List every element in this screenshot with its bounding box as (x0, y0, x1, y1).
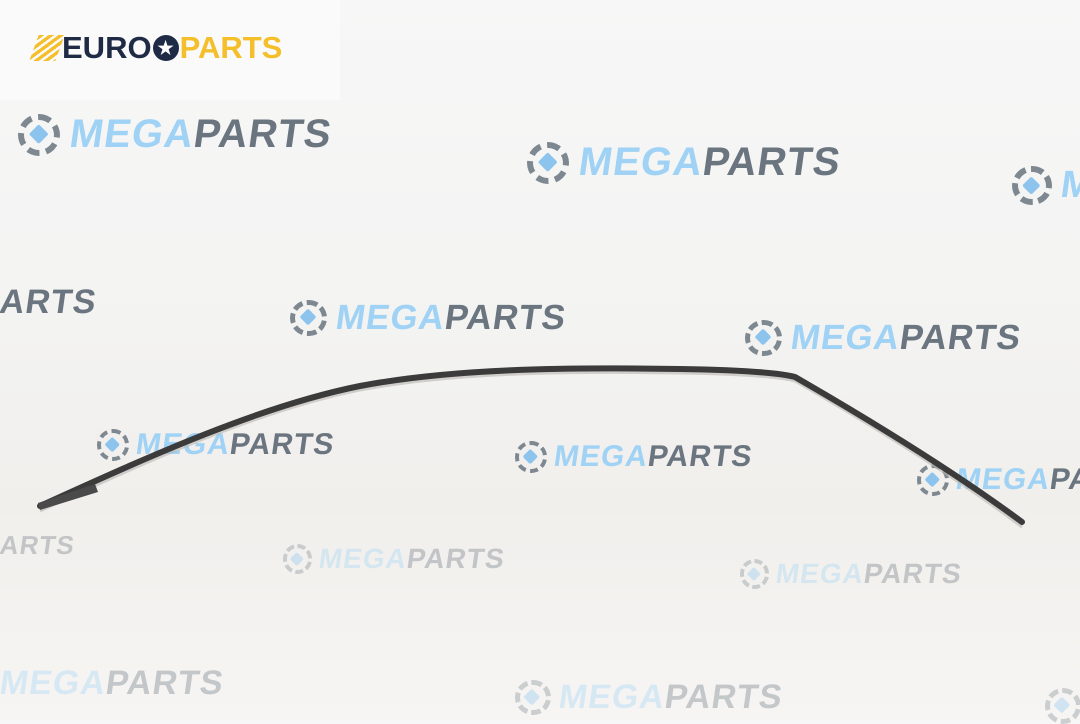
gear-wrench-icon (527, 141, 569, 184)
gear-wrench-icon (1012, 165, 1052, 206)
strip-end-left (38, 484, 98, 510)
logo-parts-text: PARTS (179, 30, 283, 65)
europarts-logo-area: EURO ★ PARTS (0, 0, 340, 100)
gear-wrench-icon (97, 429, 129, 461)
strip-shadow (39, 370, 1023, 529)
gear-wrench-icon (515, 679, 551, 716)
strip-body (37, 365, 1025, 525)
gear-wrench-icon (290, 299, 327, 337)
gear-wrench-icon (740, 559, 770, 589)
star-icon: ★ (152, 35, 179, 61)
megaparts-watermark: M (1012, 164, 1080, 207)
gear-wrench-icon (18, 113, 60, 156)
logo-euro-text: EURO (62, 30, 152, 65)
gear-wrench-icon (515, 441, 547, 473)
gear-wrench-icon (745, 319, 782, 357)
gear-wrench-icon (283, 544, 313, 574)
europarts-logo: EURO ★ PARTS (29, 30, 283, 66)
